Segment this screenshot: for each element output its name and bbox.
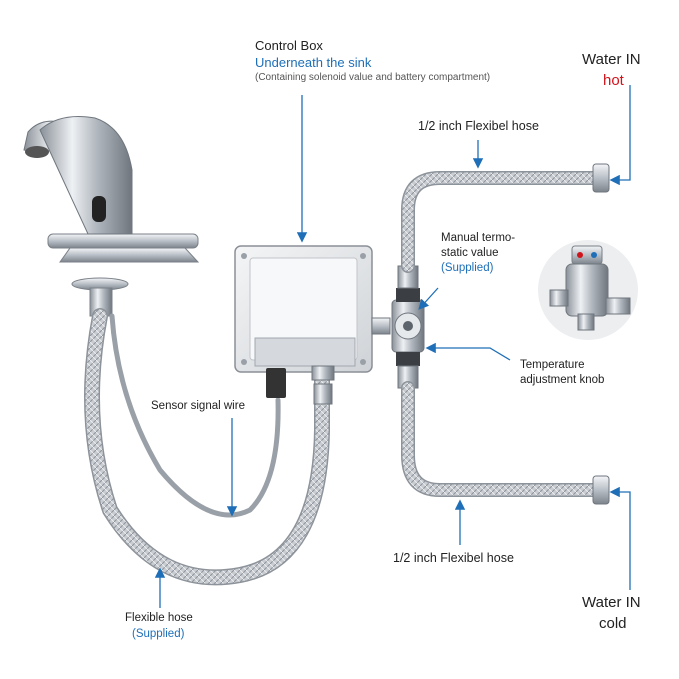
flexible-hose-label: Flexible hose — [125, 612, 193, 624]
control-box-subtitle: Underneath the sink — [255, 55, 372, 70]
water-in-hot-temp: hot — [603, 72, 624, 89]
hose-top-label: 1/2 inch Flexibel hose — [418, 119, 539, 133]
valve-inset — [538, 240, 638, 340]
control-box — [234, 245, 373, 405]
temp-knob-line2: adjustment knob — [520, 374, 605, 386]
control-box-note: (Containing solenoid value and battery c… — [255, 72, 491, 83]
flexible-hose-supplied: (Supplied) — [132, 628, 185, 640]
valve-supplied: (Supplied) — [441, 262, 494, 274]
temp-knob-line1: Temperature — [520, 359, 585, 371]
sensor-wire-label: Sensor signal wire — [151, 400, 245, 412]
valve-label-line2: static value — [441, 247, 499, 259]
callout-arrows — [154, 85, 631, 608]
water-in-hot-title: Water IN — [582, 51, 641, 68]
sensor-wire-path — [109, 313, 281, 518]
faucet-shank — [71, 277, 129, 317]
faucet — [23, 116, 200, 263]
valve-label-line1: Manual termo- — [441, 232, 516, 244]
hose-bottom-label: 1/2 inch Flexibel hose — [393, 551, 514, 565]
water-in-cold-temp: cold — [599, 615, 627, 632]
thermostatic-valve — [391, 265, 425, 389]
cold-hose-path — [401, 381, 607, 497]
control-box-title: Control Box — [255, 38, 323, 53]
sensor-eye-icon — [92, 196, 106, 222]
water-in-cold-title: Water IN — [582, 594, 641, 611]
